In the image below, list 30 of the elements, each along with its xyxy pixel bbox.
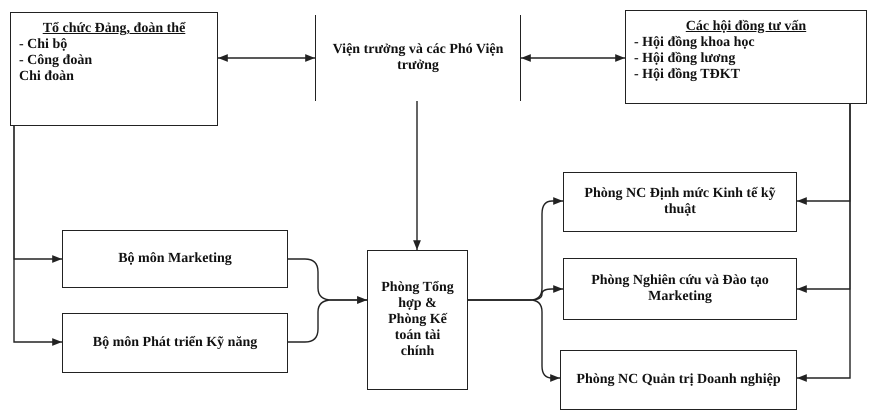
connector-arrow [797,104,851,382]
connector-arrow [13,126,62,346]
connector-arrow [288,296,367,343]
office-box [367,250,468,390]
connector-arrow [413,101,421,250]
connector-arrow [218,54,315,62]
label: Phòng Tổng hợp & Phòng Kế toán tài chính [380,280,455,360]
heading: Các hội đồng tư vấn [684,19,808,36]
label: Phòng NC Định mức Kinh tế kỹ thuật [583,186,777,218]
label: Bộ môn Phát triển Kỹ năng [92,334,258,352]
label: Phòng Nghiên cứu và Đào tạo Marketing [590,272,770,306]
connector-arrow [468,299,560,382]
label: Bộ môn Marketing [118,250,232,268]
connector-arrow [521,54,625,62]
list-item: - Chi bộ [19,37,68,54]
council-box [625,10,867,104]
office-box [563,172,797,232]
list-item: - Hội đồng khoa học [634,35,756,52]
label: Phòng NC Quản trị Doanh nghiệp [576,372,781,388]
list-item: - Công đoàn [19,53,94,70]
department-box [62,230,288,288]
list-item: Chi đoàn [19,69,75,86]
office-box [563,258,797,320]
heading: Tổ chức Đảng, đoàn thể [42,21,186,38]
organization-box [10,12,218,126]
list-item: - Hội đồng TĐKT [634,67,741,84]
list-item: - Hội đồng lương [634,51,736,68]
label: Viện trưởng và các Phó Viện trưởng [332,42,504,74]
office-box [560,350,797,410]
department-box [62,313,288,373]
